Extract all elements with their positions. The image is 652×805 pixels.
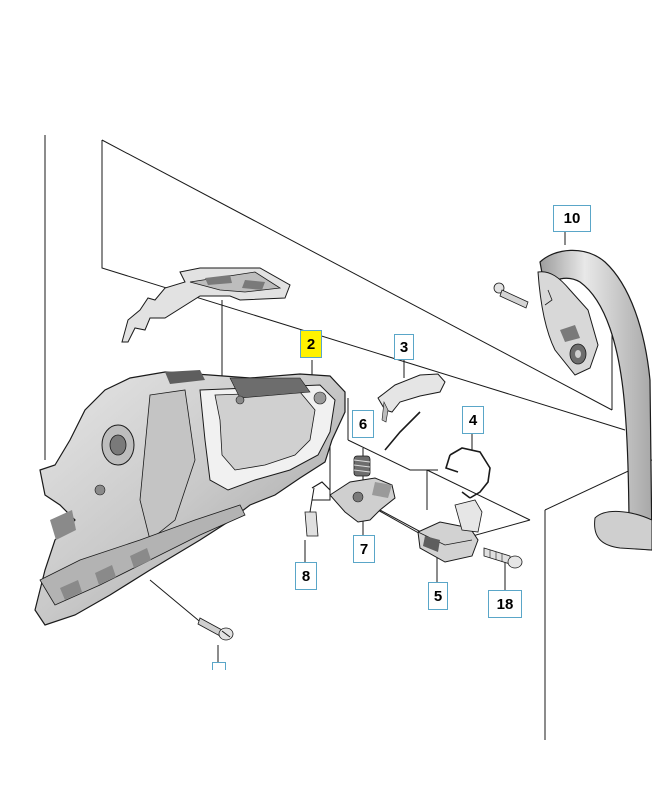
stud-part [483,547,523,569]
callout-18[interactable]: 18 [488,590,522,618]
callout-7[interactable]: 7 [353,535,375,563]
callout-5[interactable]: 5 [428,582,448,610]
callout-label: 10 [563,210,581,227]
handle-screw-part [493,282,529,309]
callout-label: 6 [358,415,368,433]
callout-2[interactable]: 2 [300,330,322,358]
callout-label: 8 [301,567,311,585]
callout-label: 7 [359,540,369,558]
throttle-lock-part [329,477,396,523]
wire-spring-part [445,447,491,499]
main-housing-part [34,370,346,626]
spring-part [353,455,371,477]
assembly-lines [44,135,652,740]
trigger-lever-part [377,373,446,451]
callout-partial-bottom[interactable] [212,662,226,670]
callout-label: 18 [496,595,514,613]
callout-8[interactable]: 8 [295,562,317,590]
callout-label: 5 [433,587,443,605]
callout-10[interactable]: 10 [553,205,591,232]
callout-3[interactable]: 3 [394,334,414,360]
callout-label: 3 [399,338,409,356]
front-handle-part [537,249,652,551]
callout-label: 4 [468,411,478,429]
screw-bottom-part [197,617,234,641]
callout-4[interactable]: 4 [462,406,484,434]
callout-6[interactable]: 6 [352,410,374,438]
callout-label: 2 [306,335,316,353]
block-part [417,499,483,563]
top-cover-part [121,267,291,343]
pin-part [304,481,331,537]
